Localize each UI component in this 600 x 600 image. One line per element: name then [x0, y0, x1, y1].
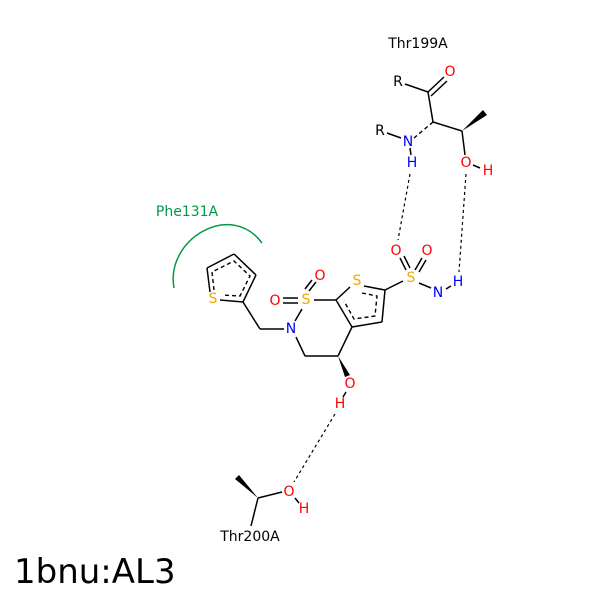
atom-s: S — [353, 273, 362, 289]
atom-o: O — [421, 243, 432, 259]
atom-h: H — [453, 274, 464, 290]
atom-r: R — [393, 74, 403, 90]
diagram-title: 1bnu:AL3 — [14, 552, 176, 592]
hbond-line — [458, 173, 467, 273]
atom-o: O — [444, 64, 455, 80]
atom-o: O — [390, 243, 401, 259]
thr199-label: Thr199A — [387, 36, 448, 52]
atom-h: H — [299, 501, 310, 517]
atom-o: O — [344, 376, 355, 392]
thr200-residue: O H Thr200A — [219, 475, 309, 545]
phe131-hydrophobic-arc — [172, 223, 263, 289]
atom-r: R — [375, 123, 385, 139]
atom-s: S — [407, 270, 416, 286]
thr200-label: Thr200A — [219, 529, 280, 545]
hbond-line — [397, 173, 411, 241]
atom-o: O — [314, 268, 325, 284]
ligand: S O O N H S S O O N O H S — [206, 243, 464, 412]
atom-o: O — [269, 293, 280, 309]
atom-o: O — [283, 484, 294, 500]
atom-h: H — [335, 396, 346, 412]
atom-s: S — [302, 292, 311, 308]
atom-h: H — [407, 155, 418, 171]
atom-o: O — [460, 155, 471, 171]
atom-s: S — [209, 291, 218, 307]
hbond-line — [293, 413, 336, 483]
atom-n: N — [433, 285, 443, 301]
phe131-label: Phe131A — [156, 204, 219, 220]
atom-h: H — [483, 163, 494, 179]
atom-n: N — [403, 134, 413, 150]
thr199-residue: Thr199A R O R N H O H — [375, 36, 493, 179]
atom-n: N — [286, 321, 296, 337]
